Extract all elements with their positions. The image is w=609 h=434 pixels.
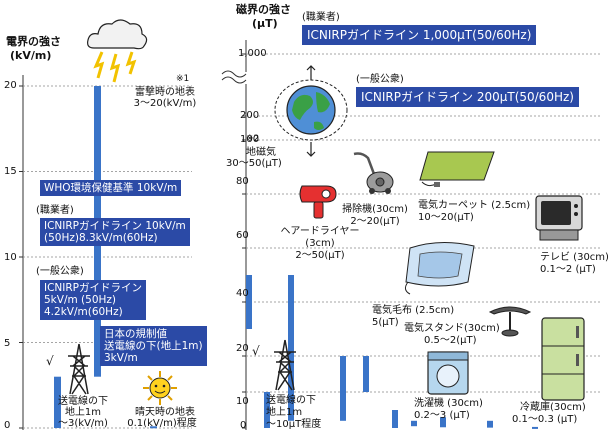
vacuum-label-2: 2〜20(μT) (350, 216, 400, 227)
hair-dryer-icon (299, 185, 337, 219)
blanket-label-2: 5(μT) (372, 317, 399, 328)
electric-unit: (kV/m) (10, 49, 52, 62)
m-bar-3 (340, 356, 346, 421)
m-tick-label-10: 10 (236, 396, 249, 407)
m-tick-label-80: 80 (236, 176, 249, 187)
lamp-label-1: 電気スタンド(30cm) (404, 323, 500, 334)
m-bar-4 (363, 356, 369, 392)
e-bar-0 (54, 376, 61, 428)
washer-icon (427, 351, 469, 395)
earth-icon (274, 65, 348, 157)
e-powerline-label-1: 送電線の下 (58, 396, 108, 407)
tv-label-1: テレビ (30cm) (540, 252, 609, 263)
fridge-icon (541, 317, 585, 401)
fridge-label-2: 0.1〜0.3 (μT) (512, 414, 578, 425)
thunder-cloud-icon (87, 19, 148, 83)
icnirp-occupational-e-box: ICNIRPガイドライン 10kV/m (50Hz)8.3kV/m(60Hz) (40, 218, 190, 246)
public-label-m: (一般公衆) (356, 74, 404, 85)
sun-icon (143, 371, 177, 405)
lightning-label-1: 雷撃時の地表 (135, 87, 195, 98)
dryer-label-3: 2〜50(μT) (295, 250, 345, 261)
icnirp-occupational-m-box: ICNIRPガイドライン 1,000μT(50/60Hz) (302, 25, 537, 45)
japan-regulation-box: 日本の規制値 送電線の下(地上1m) 3kV/m (100, 326, 207, 366)
vacuum-label-1: 掃除機(30cm) (342, 204, 408, 215)
geomagnetic-label-2: 30〜50(μT) (226, 158, 282, 169)
magnetic-unit: (μT) (252, 17, 278, 30)
icnirp-occ-m-text: ICNIRPガイドライン 1,000μT(50/60Hz) (307, 28, 532, 42)
m-tick-label-0: 0 (240, 420, 247, 431)
pylon-icon (68, 343, 90, 395)
lightning-label-2: 3〜20(kV/m) (133, 98, 197, 109)
carpet-label-2: 10〜20(μT) (418, 212, 474, 223)
sunny-label-1: 晴天時の地表 (135, 407, 195, 418)
japan-reg-line3: 3kV/m (104, 352, 138, 364)
e-bar-2 (150, 426, 157, 429)
icnirp-pub-e-line1: ICNIRPガイドライン (44, 282, 143, 294)
who-box: WHO環境保健基準 10kV/m (40, 180, 182, 196)
public-label-e: (一般公衆) (36, 266, 84, 277)
icnirp-pub-e-line2: 5kV/m (50Hz) (44, 294, 117, 306)
lightning-note: ※1 (176, 74, 190, 84)
m-bar-8 (487, 420, 493, 428)
icnirp-public-m-box: ICNIRPガイドライン 200μT(50/60Hz) (356, 87, 579, 107)
m-check-mark: √ (252, 344, 260, 358)
sunny-label-2: 0.1(kV/m)程度 (127, 418, 197, 429)
magnetic-title: 磁界の強さ (236, 3, 291, 16)
blanket-label-1: 電気毛布 (2.5cm) (372, 305, 455, 316)
m-bar-2 (288, 275, 294, 421)
m-tick-label-200: 200 (240, 110, 260, 121)
e-tick-label-15: 15 (4, 166, 17, 177)
icnirp-public-e-box: ICNIRPガイドライン 5kV/m (50Hz) 4.2kV/m(60Hz) (40, 280, 147, 320)
carpet-icon (419, 151, 495, 187)
vacuum-icon (353, 152, 394, 194)
icnirp-pub-e-line3: 4.2kV/m(60Hz) (44, 306, 123, 318)
m-tick-label-1000: 1,000 (238, 48, 267, 59)
pylon-icon-right (274, 339, 296, 391)
m-tick-label-20: 20 (236, 343, 249, 354)
m-powerline-label-3: 〜10μT程度 (266, 419, 322, 430)
m-tick-label-100: 100 (240, 134, 260, 145)
blanket-icon (404, 241, 475, 295)
geomagnetic-label-1: 地磁気 (246, 147, 276, 158)
fridge-label-1: 冷蔵庫(30cm) (520, 402, 586, 413)
e-tick-label-0: 0 (4, 420, 11, 431)
m-tick-label-60: 60 (236, 230, 249, 241)
m-bar-0 (264, 392, 270, 428)
dryer-label-2: (3cm) (305, 238, 335, 249)
tv-icon (535, 195, 583, 241)
lamp-label-2: 0.5〜2(μT) (424, 335, 477, 346)
m-tick-label-40: 40 (236, 288, 249, 299)
m-bar-1 (246, 275, 252, 329)
m-bar-7 (440, 417, 446, 428)
electric-title: 電界の強さ (6, 35, 61, 48)
lamp-icon (488, 306, 532, 337)
m-bar-6 (411, 420, 417, 427)
e-tick-label-20: 20 (4, 80, 17, 91)
carpet-label-1: 電気カーペット (2.5cm) (418, 200, 531, 211)
who-box-text: WHO環境保健基準 10kV/m (44, 182, 178, 194)
m-bar-9 (532, 426, 538, 429)
geomagnetic-note: ※2 (246, 134, 260, 144)
m-powerline-label-2: 地上1m (266, 407, 303, 418)
washer-label-1: 洗濯機 (30cm) (414, 398, 483, 409)
e-tick-label-5: 5 (4, 338, 11, 349)
japan-reg-line1: 日本の規制値 (104, 328, 167, 340)
axis-break-mark (221, 70, 247, 84)
dryer-label-1: ヘアードライヤー (280, 226, 360, 237)
m-bar-5 (392, 410, 398, 428)
tv-label-2: 0.1〜2 (μT) (540, 264, 596, 275)
icnirp-occ-e-line2: (50Hz)8.3kV/m(60Hz) (44, 232, 158, 244)
occupational-label-m: (職業者) (302, 12, 340, 23)
icnirp-pub-m-text: ICNIRPガイドライン 200μT(50/60Hz) (361, 90, 574, 104)
icnirp-occ-e-line1: ICNIRPガイドライン 10kV/m (44, 220, 186, 232)
occupational-label-e: (職業者) (36, 205, 74, 216)
e-powerline-label-3: 〜3(kV/m) (58, 418, 108, 429)
e-tick-label-10: 10 (4, 252, 17, 263)
e-check-mark: √ (46, 354, 54, 368)
washer-label-2: 0.2〜3 (μT) (414, 410, 470, 421)
japan-reg-line2: 送電線の下(地上1m) (104, 340, 203, 352)
m-powerline-label-1: 送電線の下 (266, 395, 316, 406)
e-powerline-label-2: 地上1m (64, 407, 102, 418)
